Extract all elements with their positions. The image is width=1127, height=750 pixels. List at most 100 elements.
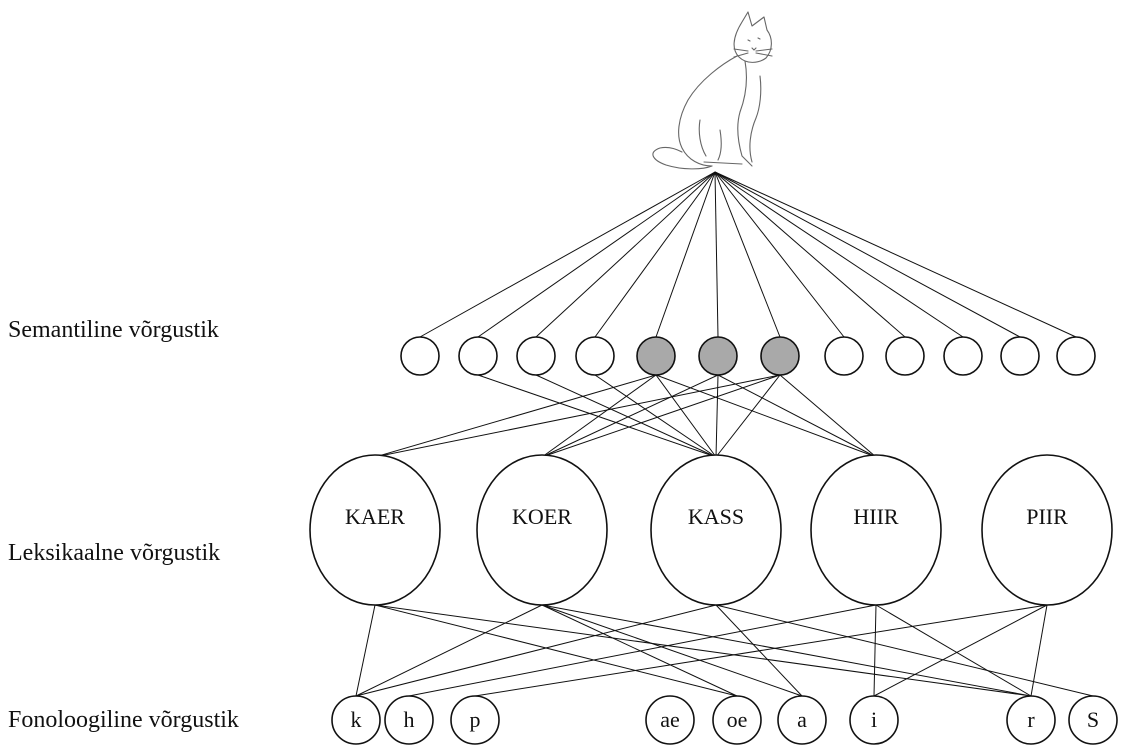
phonological-node-label: oe: [727, 707, 748, 732]
semantic-nodes: [400, 336, 1096, 376]
lexical-phonological-link: [355, 604, 543, 697]
phonological-node-circle: [645, 695, 695, 745]
phonological-node: r: [1006, 695, 1056, 745]
phonological-node: oe: [712, 695, 762, 745]
lexical-node-circle: [476, 454, 608, 606]
phonological-nodes: k h p ae oe a i r S: [331, 695, 1118, 745]
picture-semantic-link: [714, 171, 1021, 338]
semantic-node: [1056, 336, 1096, 376]
lexical-phonological-link: [715, 604, 1094, 697]
phonological-node: h: [384, 695, 434, 745]
semantic-lexical-link: [715, 374, 719, 458]
semantic-lexical-link: [374, 374, 657, 458]
lexical-phonological-link: [873, 604, 1048, 697]
phonological-node-label: p: [470, 707, 481, 732]
lexical-phonological-link: [408, 604, 877, 697]
lexical-phonological-link: [541, 604, 803, 697]
phonological-node: k: [331, 695, 381, 745]
lexical-node-circle: [810, 454, 942, 606]
semantic-node: [458, 336, 498, 376]
phonological-node-circle: [712, 695, 762, 745]
picture-semantic-link: [655, 171, 716, 338]
semantic-node-active: [760, 336, 800, 376]
phonological-node-circle: [331, 695, 381, 745]
phonological-node-circle: [849, 695, 899, 745]
phonological-node-circle: [1068, 695, 1118, 745]
semantic-lexical-link: [715, 374, 781, 458]
semantic-lexical-link: [594, 374, 717, 458]
lexical-node: PIIR: [981, 454, 1113, 606]
picture-to-semantic-links: [419, 171, 1077, 338]
semantic-lexical-link: [374, 374, 781, 458]
semantic-node: [1000, 336, 1040, 376]
semantic-lexical-link: [477, 374, 717, 458]
lexical-phonological-link: [873, 604, 877, 697]
lexical-phonological-link: [474, 604, 1048, 697]
lexical-phonological-link: [355, 604, 376, 697]
picture-semantic-link: [714, 171, 781, 338]
lexical-phonological-link: [1030, 604, 1048, 697]
semantic-lexical-link: [535, 374, 717, 458]
phonological-node-circle: [384, 695, 434, 745]
lexical-node: KOER: [476, 454, 608, 606]
phonological-node: a: [777, 695, 827, 745]
semantic-lexical-link: [655, 374, 877, 458]
picture-semantic-link: [714, 171, 845, 338]
lexical-phonological-link: [374, 604, 1032, 697]
phonological-node-circle: [1006, 695, 1056, 745]
phonological-node-label: i: [871, 707, 877, 732]
phonological-node-circle: [777, 695, 827, 745]
semantic-lexical-link: [655, 374, 717, 458]
lexical-phonological-link: [541, 604, 1032, 697]
semantic-network-label: Semantiline võrgustik: [8, 317, 219, 343]
picture-semantic-link: [477, 171, 716, 338]
lexical-node: KASS: [650, 454, 782, 606]
phonological-node-label: k: [351, 707, 362, 732]
lexical-node-circle: [650, 454, 782, 606]
phonological-node-label: h: [404, 707, 415, 732]
phonological-node: S: [1068, 695, 1118, 745]
phonological-node-label: ae: [660, 707, 680, 732]
cat-picture: [652, 11, 773, 170]
lexical-node-circle: [981, 454, 1113, 606]
semantic-node: [943, 336, 983, 376]
lexical-network-label: Leksikaalne võrgustik: [8, 540, 221, 566]
semantic-node: [885, 336, 925, 376]
lexical-node-label: KAER: [345, 504, 405, 529]
phonological-node: i: [849, 695, 899, 745]
picture-semantic-link: [535, 171, 716, 338]
semantic-node: [824, 336, 864, 376]
semantic-lexical-link: [717, 374, 877, 458]
picture-semantic-link: [714, 171, 1077, 338]
lexical-phonological-link: [355, 604, 717, 697]
lexical-nodes: KAER KOER KASS HIIR PIIR: [309, 454, 1113, 606]
phonological-node-circle: [450, 695, 500, 745]
picture-semantic-link: [419, 171, 716, 338]
lexical-node-label: KASS: [688, 504, 744, 529]
lexical-phonological-link: [374, 604, 738, 697]
picture-semantic-link: [714, 171, 964, 338]
semantic-node: [575, 336, 615, 376]
lexical-phonological-link: [875, 604, 1032, 697]
semantic-lexical-link: [541, 374, 719, 458]
semantic-node-active: [698, 336, 738, 376]
picture-semantic-link: [594, 171, 716, 338]
lexical-node-label: KOER: [512, 504, 572, 529]
semantic-lexical-link: [541, 374, 781, 458]
lexical-phonological-link: [541, 604, 738, 697]
semantic-node: [400, 336, 440, 376]
semantic-lexical-link: [779, 374, 877, 458]
lexical-node-label: PIIR: [1026, 504, 1068, 529]
lexical-node: HIIR: [810, 454, 942, 606]
semantic-node-active: [636, 336, 676, 376]
phonological-node-label: r: [1027, 707, 1035, 732]
lexical-node-label: HIIR: [853, 504, 899, 529]
semantic-to-lexical-links: [374, 374, 877, 458]
phonological-network-label: Fonoloogiline võrgustik: [8, 707, 239, 733]
phonological-node-label: a: [797, 707, 807, 732]
lexical-to-phonological-links: [355, 604, 1094, 697]
phonological-node: ae: [645, 695, 695, 745]
phonological-node: p: [450, 695, 500, 745]
semantic-node: [516, 336, 556, 376]
